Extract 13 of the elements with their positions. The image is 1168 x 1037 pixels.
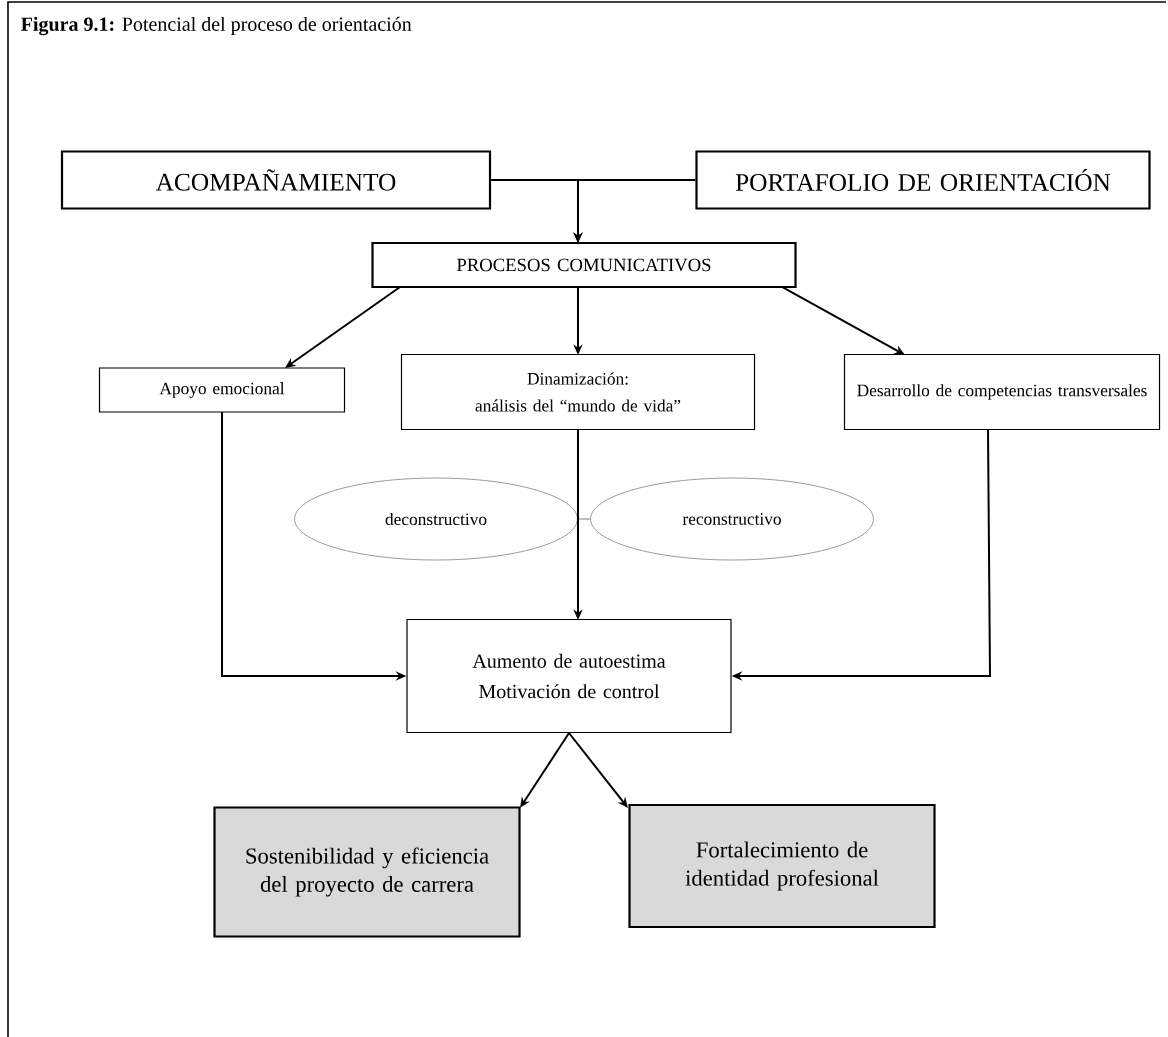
process-box: Dinamización: análisis del “mundo de vida”	[400, 353, 756, 431]
arrow	[568, 732, 628, 808]
title-box: ACOMPAÑAMIENTO	[60, 150, 492, 210]
outcome-box: Fortalecimiento de identidad profesional	[628, 803, 936, 929]
result-box: Aumento de autoestima Motivación de control	[406, 618, 732, 734]
connector-line	[577, 518, 591, 520]
title-box: PORTAFOLIO DE ORIENTACIÓN	[695, 150, 1151, 210]
process-box: Desarrollo de competencias transversales	[843, 353, 1161, 431]
figure-title: Figura 9.1: Potencial del proceso de orientación	[21, 16, 412, 36]
process-box: Apoyo emocional	[98, 367, 346, 413]
arrow	[285, 286, 401, 368]
process-box: PROCESOS COMUNICATIVOS	[371, 241, 797, 289]
outcome-box: Sostenibilidad y eficiencia del proyecto de carrera	[213, 806, 521, 938]
